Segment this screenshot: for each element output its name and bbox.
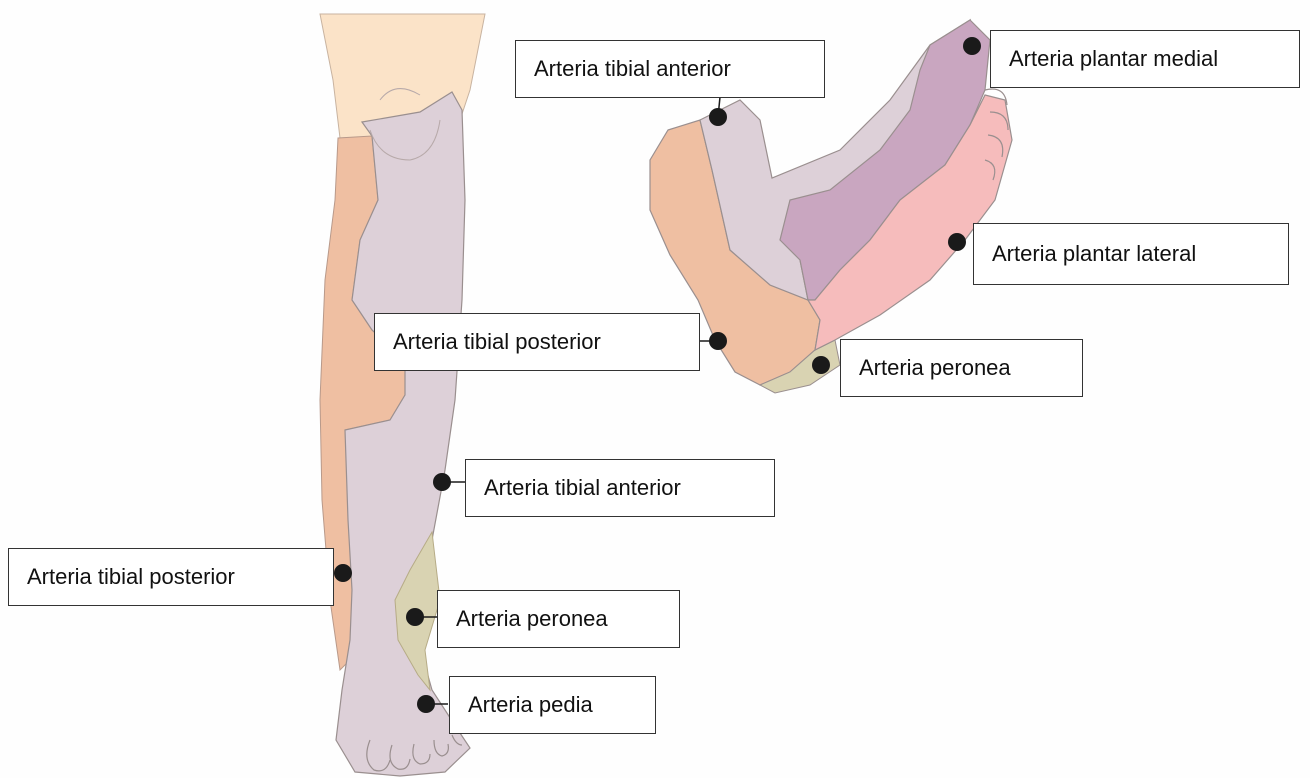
label-leg-peronea: Arteria peronea	[437, 590, 680, 648]
marker-dot-leg-tibial-anterior	[433, 473, 451, 491]
label-foot-plantar-medial: Arteria plantar medial	[990, 30, 1300, 88]
label-foot-tibial-posterior: Arteria tibial posterior	[374, 313, 700, 371]
label-foot-tibial-anterior: Arteria tibial anterior	[515, 40, 825, 98]
label-leg-tibial-posterior: Arteria tibial posterior	[8, 548, 334, 606]
marker-dot-foot-tibial-anterior	[709, 108, 727, 126]
marker-dot-foot-peronea	[812, 356, 830, 374]
leg-illustration	[320, 14, 485, 776]
marker-dot-foot-plantar-medial	[963, 37, 981, 55]
marker-dot-foot-plantar-lateral	[948, 233, 966, 251]
label-leg-tibial-anterior: Arteria tibial anterior	[465, 459, 775, 517]
marker-dot-leg-peronea	[406, 608, 424, 626]
label-foot-peronea: Arteria peronea	[840, 339, 1083, 397]
label-leg-pedia: Arteria pedia	[449, 676, 656, 734]
marker-dot-leg-pedia	[417, 695, 435, 713]
label-foot-plantar-lateral: Arteria plantar lateral	[973, 223, 1289, 285]
marker-dot-foot-tibial-posterior	[709, 332, 727, 350]
marker-dot-leg-tibial-posterior	[334, 564, 352, 582]
